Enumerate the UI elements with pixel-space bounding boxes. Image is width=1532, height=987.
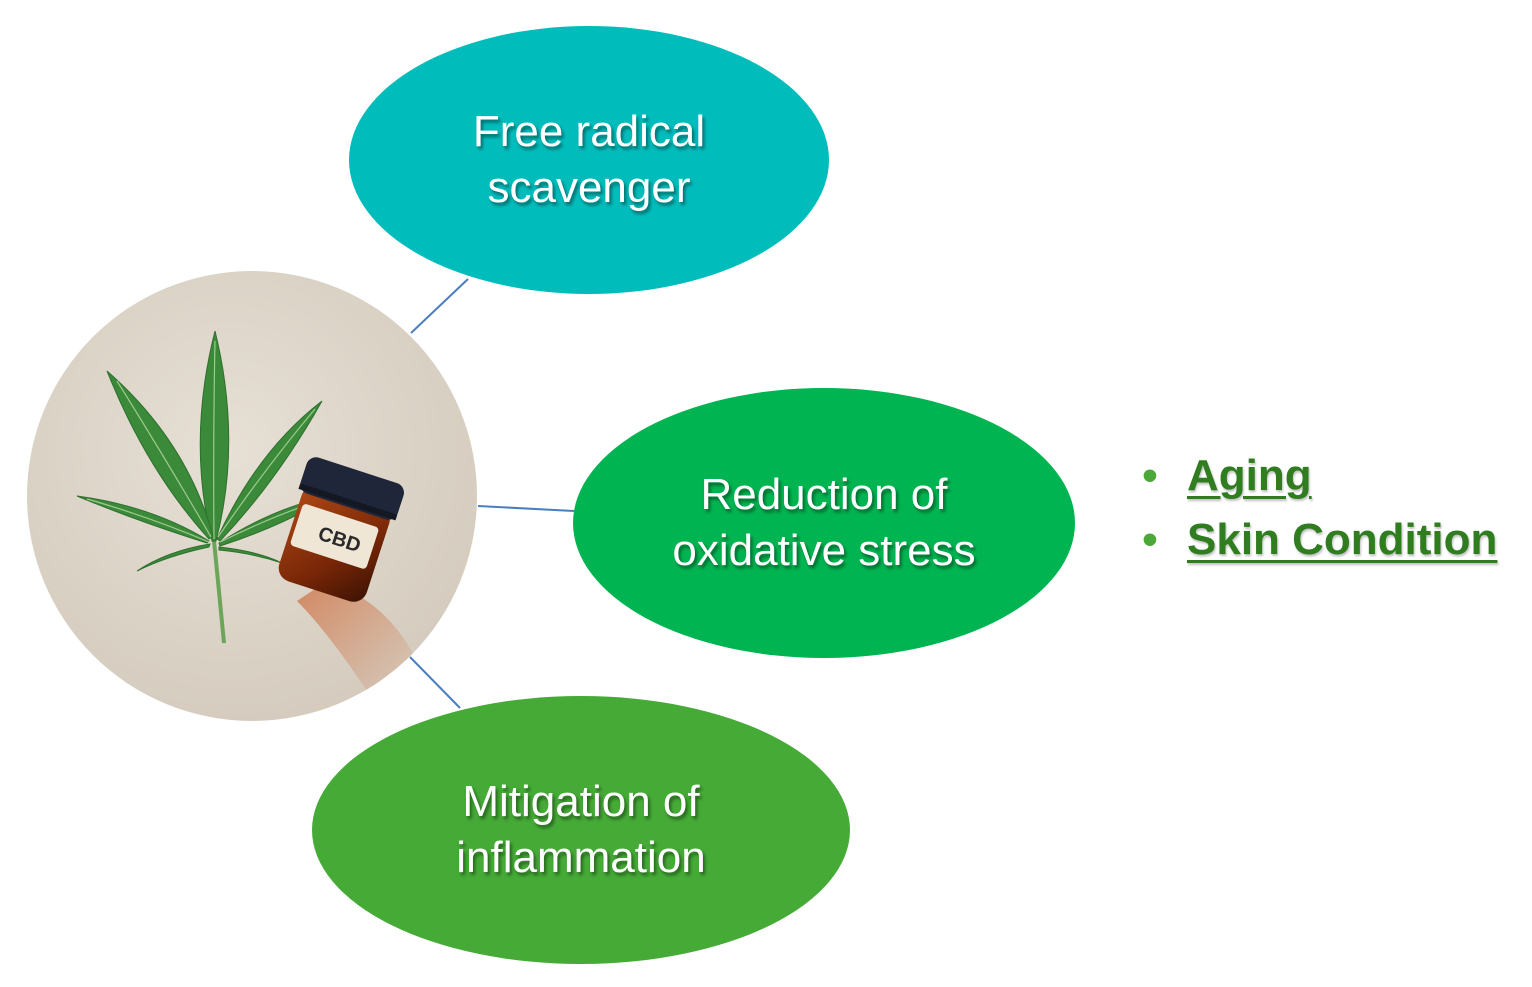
node-mitigation-of-inflammation: Mitigation of inflammation — [312, 696, 850, 964]
cbd-center-image: CBD — [27, 271, 477, 721]
connector-bottom — [409, 656, 461, 709]
node-label: Reduction of oxidative stress — [672, 470, 976, 575]
bullet-marker: • — [1142, 515, 1158, 564]
node-free-radical-scavenger: Free radical scavenger — [349, 26, 829, 294]
node-label: Free radical scavenger — [472, 107, 706, 212]
node-reduction-of-oxidative-stress: Reduction of oxidative stress — [573, 388, 1075, 658]
bullet-item-aging: • Aging — [1135, 444, 1497, 508]
cannabis-leaf-icon: CBD — [27, 271, 477, 721]
connector-top — [410, 278, 469, 334]
connector-mid — [477, 505, 575, 512]
outcome-bullet-list: • Aging • Skin Condition — [1135, 444, 1497, 572]
bullet-marker: • — [1142, 451, 1158, 500]
bullet-label: Aging — [1187, 451, 1312, 500]
node-label: Mitigation of inflammation — [456, 777, 706, 882]
bullet-item-skin-condition: • Skin Condition — [1135, 508, 1497, 572]
bullet-label: Skin Condition — [1187, 515, 1498, 564]
